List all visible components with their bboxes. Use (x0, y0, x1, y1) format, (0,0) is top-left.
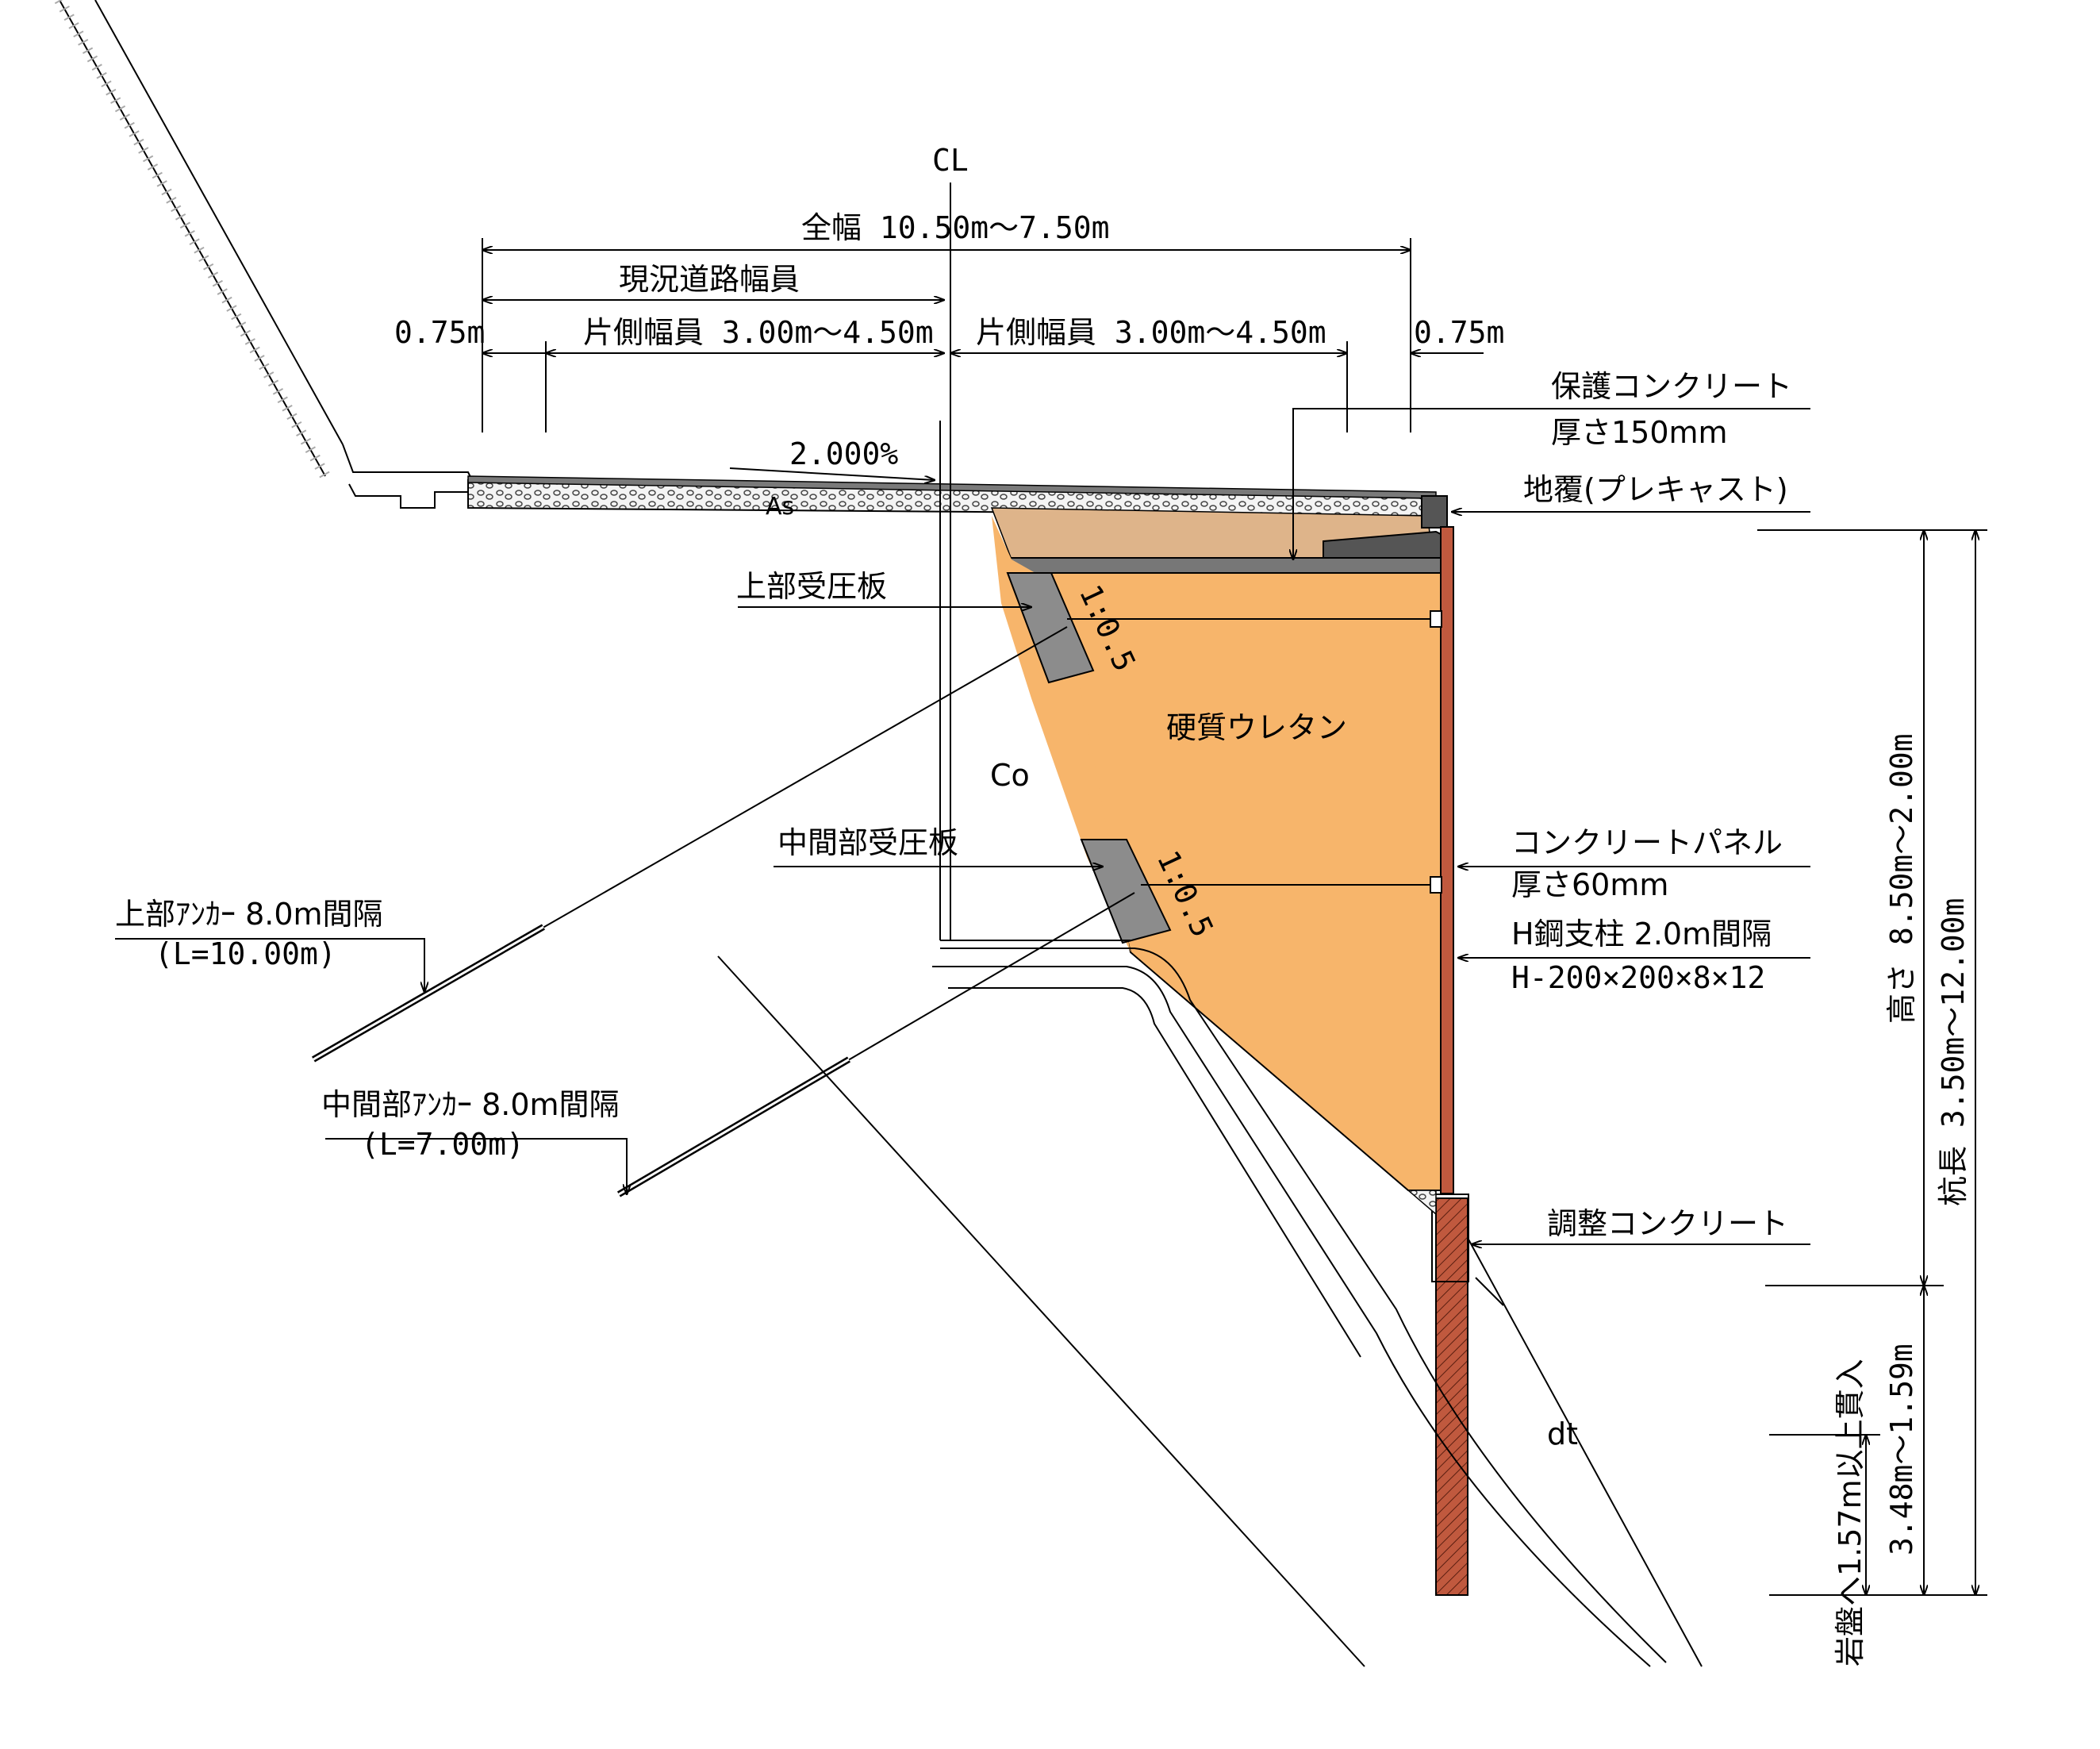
curb-label: 地覆(プレキャスト) (1523, 472, 1788, 507)
left-half-width-label: 片側幅員 3.00m～4.50m (583, 315, 934, 350)
leader-lines (115, 408, 1810, 1244)
embedment-label: 3.48m～1.59m (1884, 1343, 1919, 1555)
left-shoulder-label: 0.75m (394, 315, 485, 350)
road-pavement (467, 475, 1437, 517)
total-width-label: 全幅 10.50m～7.50m (801, 210, 1110, 245)
h-post-label: H鋼支柱 2.0m間隔 (1511, 917, 1772, 951)
protection-thickness-label: 厚さ150mm (1551, 415, 1728, 450)
mid-tie-anchor (1430, 876, 1442, 894)
concrete-co-label: Co (990, 758, 1030, 793)
urethane-body (1034, 572, 1442, 1191)
precast-curb (1323, 495, 1453, 559)
upper-anchor-label: 上部ｱﾝｶｰ 8.0m間隔 (115, 897, 383, 932)
protection-concrete-label: 保護コンクリート (1551, 369, 1792, 404)
right-dimensions (1757, 529, 1987, 1596)
existing-slope (54, 0, 344, 479)
left-gutter (342, 444, 473, 509)
cross-slope-label: 2.000% (789, 436, 898, 471)
mid-anchor (616, 892, 1135, 1197)
upper-anchor (312, 626, 1068, 1063)
current-road-width-label: 現況道路幅員 (619, 262, 800, 297)
adjust-concrete-label: 調整コンクリート (1547, 1206, 1788, 1241)
protection-concrete (1002, 557, 1453, 574)
upper-tie-anchor (1430, 610, 1442, 628)
h-steel-post (1435, 1197, 1468, 1596)
concrete-panel-label: コンクリートパネル (1511, 825, 1783, 860)
mid-plate-label: 中間部受圧板 (777, 825, 958, 860)
upper-plate-label: 上部受圧板 (736, 569, 887, 604)
pile-length-label: 杭長 3.50m～12.00m (1936, 898, 1971, 1206)
right-shoulder-label: 0.75m (1414, 315, 1504, 350)
rock-penetration-label: 岩盤へ1.57m以上貫入 (1833, 1359, 1868, 1666)
top-dimensions (482, 238, 1484, 480)
h-size-label: H-200×200×8×12 (1511, 960, 1765, 995)
centerline-label: CL (932, 143, 969, 178)
right-half-width-label: 片側幅員 3.00m～4.50m (976, 315, 1326, 350)
concrete-panel (1440, 526, 1454, 1194)
mid-anchor-label: 中間部ｱﾝｶｰ 8.0m間隔 (321, 1087, 620, 1122)
adjust-gravel (1406, 1190, 1437, 1216)
dt-label: dt (1547, 1416, 1578, 1451)
upper-anchor-length: (L=10.00m) (155, 936, 336, 971)
as-label: As (766, 493, 794, 521)
height-label: 高さ 8.50m～2.00m (1884, 733, 1919, 1024)
centerline (939, 183, 1131, 941)
mid-anchor-length: (L=7.00m) (361, 1127, 524, 1162)
urethane-label: 硬質ウレタン (1166, 710, 1347, 745)
geology-lines (717, 948, 1703, 1667)
panel-thickness-label: 厚さ60mm (1511, 867, 1668, 902)
